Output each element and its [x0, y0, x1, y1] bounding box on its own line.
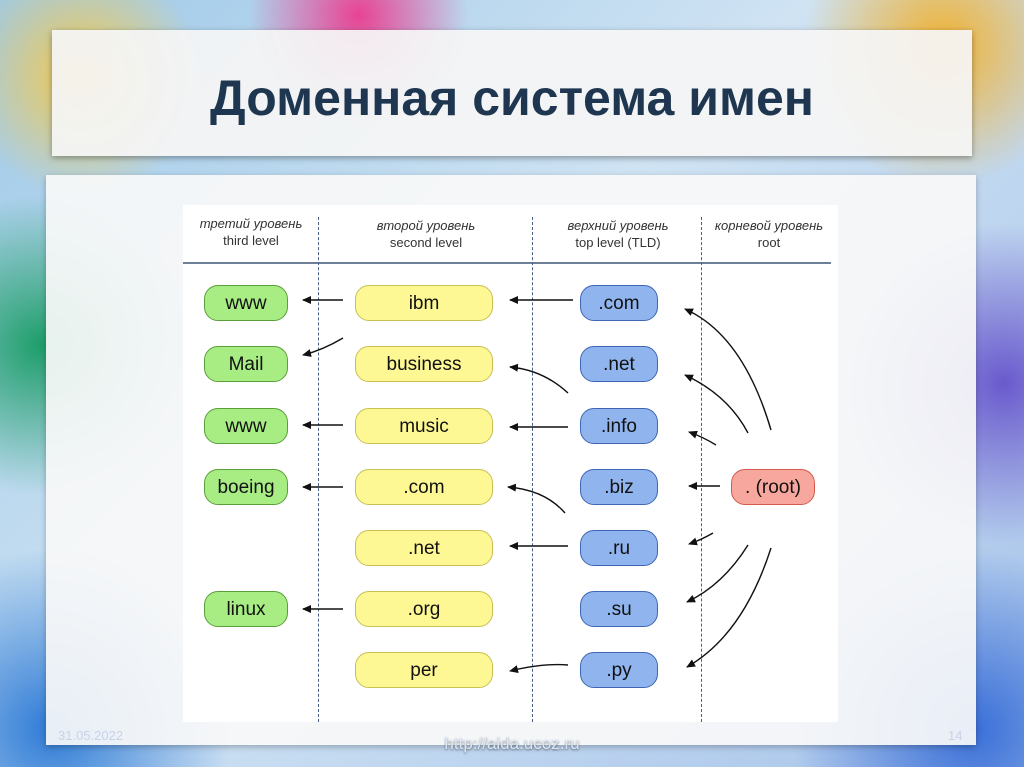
column-divider	[318, 217, 319, 722]
arrow	[686, 544, 749, 603]
arrow	[684, 308, 772, 431]
header-third-level-en: third level	[223, 233, 279, 248]
header-divider	[183, 262, 831, 264]
second-level-node: business	[355, 346, 493, 382]
arrow	[686, 547, 772, 668]
arrow	[509, 663, 569, 674]
top-level-node: .net	[580, 346, 658, 382]
header-second-level-en: second level	[389, 235, 463, 250]
third-level-node: linux	[204, 591, 288, 627]
header-top-level-en: top level (TLD)	[575, 235, 661, 250]
page-number: 14	[948, 728, 963, 743]
third-level-node: www	[204, 285, 288, 321]
slide-date: 31.05.2022	[58, 728, 124, 743]
slide-title: Доменная система имен	[210, 70, 814, 126]
arrow	[509, 363, 569, 394]
header-top-level: верхний уровень top level (TLD)	[533, 217, 703, 251]
header-third-level-ru: третий уровень	[199, 216, 303, 231]
column-divider	[532, 217, 533, 722]
arrow	[684, 374, 749, 434]
title-panel	[52, 30, 972, 156]
dns-hierarchy-diagram: третий уровень third level второй уровен…	[183, 205, 838, 722]
second-level-node: .com	[355, 469, 493, 505]
top-level-node: .su	[580, 591, 658, 627]
third-level-node: boeing	[204, 469, 288, 505]
second-level-node: ibm	[355, 285, 493, 321]
column-divider	[701, 217, 702, 722]
second-level-node: .org	[355, 591, 493, 627]
connection-arrows	[302, 296, 772, 674]
top-level-node: .biz	[580, 469, 658, 505]
top-level-node: .py	[580, 652, 658, 688]
second-level-node: music	[355, 408, 493, 444]
header-top-level-ru: верхний уровень	[567, 218, 669, 233]
header-third-level: третий уровень third level	[183, 215, 319, 249]
arrow	[507, 483, 566, 514]
header-root-level: корневой уровень root	[699, 217, 839, 251]
top-level-node: .com	[580, 285, 658, 321]
second-level-node: per	[355, 652, 493, 688]
third-level-node: www	[204, 408, 288, 444]
header-root-level-en: root	[757, 235, 781, 250]
arrow	[688, 532, 714, 546]
header-second-level: второй уровень second level	[319, 217, 533, 251]
source-url: http://aida.ucoz.ru	[444, 734, 580, 753]
third-level-node: Mail	[204, 346, 288, 382]
header-root-level-ru: корневой уровень	[714, 218, 824, 233]
header-second-level-ru: второй уровень	[376, 218, 476, 233]
top-level-node: .info	[580, 408, 658, 444]
root-node: . (root)	[731, 469, 815, 505]
arrow	[688, 430, 717, 446]
top-level-node: .ru	[580, 530, 658, 566]
arrow	[302, 337, 344, 357]
second-level-node: .net	[355, 530, 493, 566]
